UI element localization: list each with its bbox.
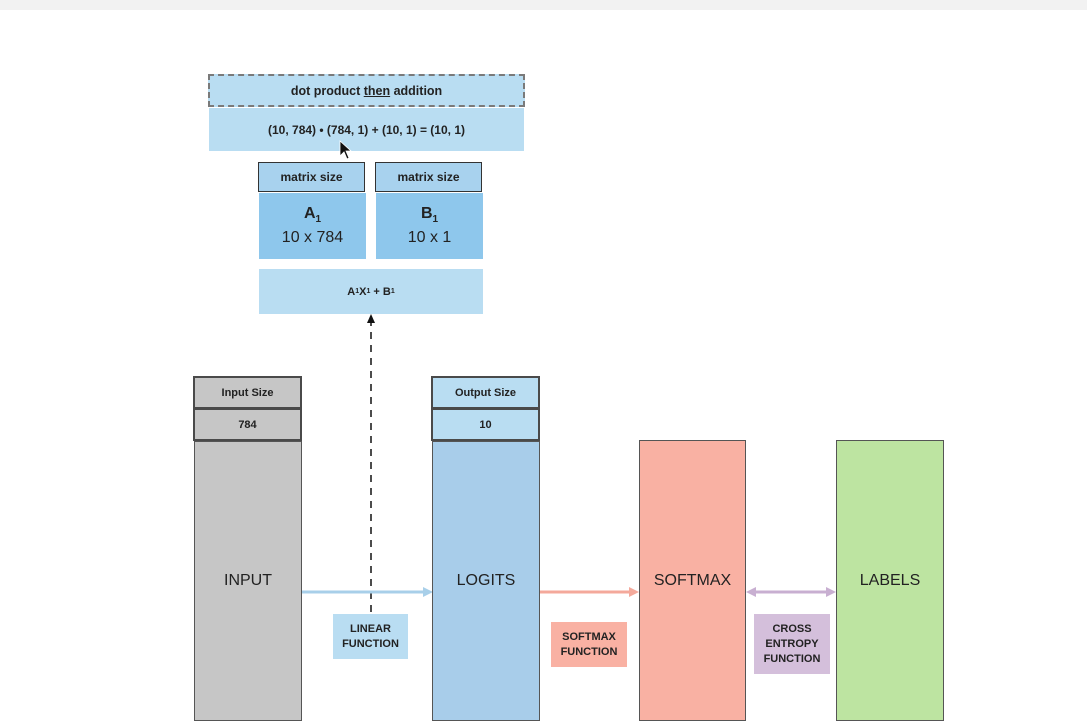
screen-top-bar bbox=[0, 0, 1087, 10]
matrix-b-symbol: B1 bbox=[420, 205, 439, 226]
logits-column: LOGITS bbox=[432, 441, 540, 721]
logits-softmax-arrowhead bbox=[629, 587, 639, 597]
dot-product-prefix: dot product bbox=[290, 83, 364, 98]
dot-product-suffix: addition bbox=[390, 83, 443, 98]
logits-label: LOGITS bbox=[456, 572, 516, 589]
dot-product-formula: (10, 784) • (784, 1) + (10, 1) = (10, 1) bbox=[209, 108, 524, 151]
labels-column: LABELS bbox=[836, 440, 944, 721]
linear-dashed-arrowhead bbox=[367, 314, 375, 323]
output-size-label: Output Size bbox=[431, 376, 540, 409]
matrix-a-size-header: matrix size bbox=[258, 162, 365, 192]
matrix-a-symbol: A1 bbox=[303, 205, 322, 226]
output-size-value: 10 bbox=[431, 408, 540, 441]
matrix-b-box: B1 10 x 1 bbox=[376, 193, 483, 259]
softmax-column: SOFTMAX bbox=[639, 440, 746, 721]
softmax-labels-arrowhead-left bbox=[746, 587, 756, 597]
dot-product-then: then bbox=[363, 83, 391, 98]
labels-label: LABELS bbox=[859, 571, 921, 589]
input-size-label: Input Size bbox=[193, 376, 302, 409]
matrix-b-size: 10 x 1 bbox=[407, 228, 452, 246]
softmax-labels-arrowhead-right bbox=[826, 587, 836, 597]
matrix-a-size: 10 x 784 bbox=[281, 228, 344, 246]
matrix-a-box: A1 10 x 784 bbox=[259, 193, 366, 259]
softmax-label: SOFTMAX bbox=[653, 571, 732, 589]
input-logits-arrowhead bbox=[423, 587, 433, 597]
input-label: INPUT bbox=[224, 572, 272, 589]
matrix-b-size-header: matrix size bbox=[375, 162, 482, 192]
dot-product-header: dot product then addition bbox=[208, 74, 525, 107]
input-column: INPUT bbox=[194, 441, 302, 721]
input-size-value: 784 bbox=[193, 408, 302, 441]
